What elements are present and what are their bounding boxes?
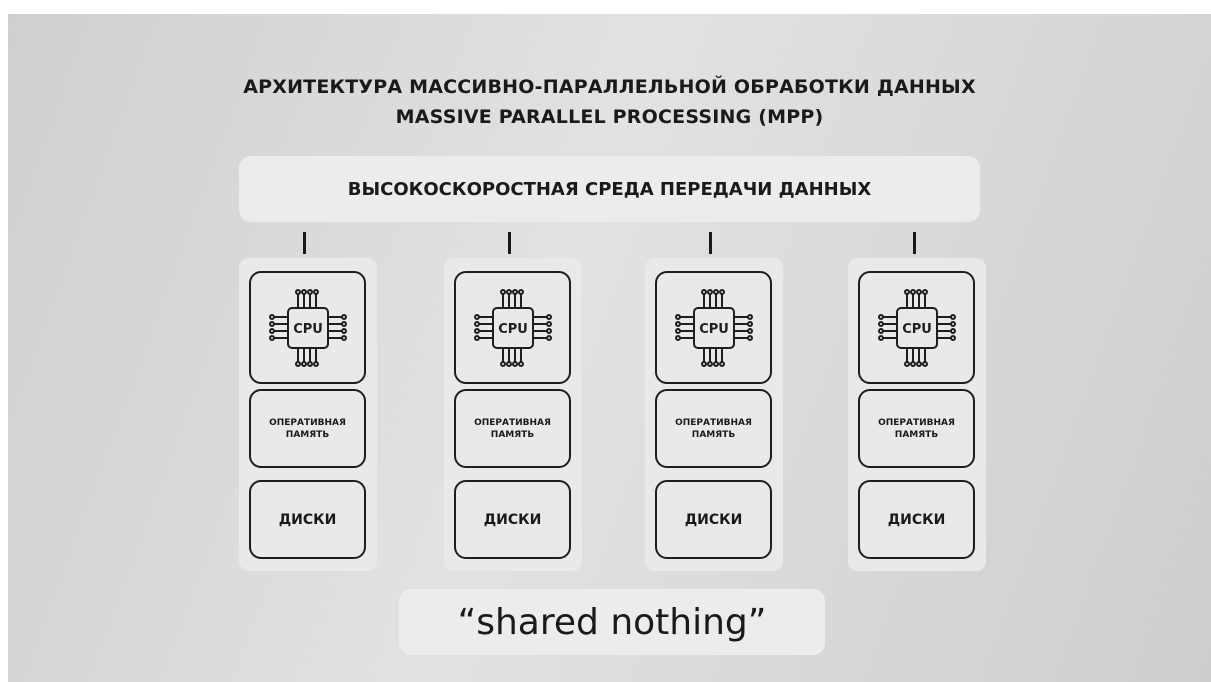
node-connector xyxy=(303,232,306,254)
node-connector xyxy=(709,232,712,254)
ram-label-line1: ОПЕРАТИВНАЯ xyxy=(675,417,752,428)
cpu-chip-icon: CPU xyxy=(877,288,956,367)
ram-label-line1: ОПЕРАТИВНАЯ xyxy=(878,417,955,428)
cpu-label: CPU xyxy=(293,322,323,337)
cpu-label: CPU xyxy=(699,322,729,337)
cpu-box: CPU xyxy=(249,271,366,384)
shared-nothing-caption: “shared nothing” xyxy=(399,589,825,655)
ram-label-line2: ПАМЯТЬ xyxy=(894,429,939,440)
footer-label: “shared nothing” xyxy=(457,601,767,643)
node-connector xyxy=(913,232,916,254)
ram-label-line1: ОПЕРАТИВНАЯ xyxy=(474,417,551,428)
disk-box: ДИСКИ xyxy=(655,480,772,559)
disk-box: ДИСКИ xyxy=(858,480,975,559)
ram-label-line1: ОПЕРАТИВНАЯ xyxy=(269,417,346,428)
diagram-title-ru: АРХИТЕКТУРА МАССИВНО-ПАРАЛЛЕЛЬНОЙ ОБРАБО… xyxy=(243,76,976,98)
cpu-box: CPU xyxy=(454,271,571,384)
cpu-box: CPU xyxy=(858,271,975,384)
cpu-chip-icon: CPU xyxy=(268,288,347,367)
disk-box: ДИСКИ xyxy=(454,480,571,559)
ram-label-line2: ПАМЯТЬ xyxy=(285,429,330,440)
disk-label: ДИСКИ xyxy=(684,511,743,528)
cpu-box: CPU xyxy=(655,271,772,384)
ram-label-line2: ПАМЯТЬ xyxy=(490,429,535,440)
node-connector xyxy=(508,232,511,254)
disk-label: ДИСКИ xyxy=(483,511,542,528)
interconnect-bus: ВЫСОКОСКОРОСТНАЯ СРЕДА ПЕРЕДАЧИ ДАННЫХ xyxy=(239,156,980,222)
disk-label: ДИСКИ xyxy=(278,511,337,528)
cpu-chip-icon: CPU xyxy=(473,288,552,367)
cpu-chip-icon: CPU xyxy=(674,288,753,367)
diagram-title-en: MASSIVE PARALLEL PROCESSING (MPP) xyxy=(395,106,824,128)
interconnect-label: ВЫСОКОСКОРОСТНАЯ СРЕДА ПЕРЕДАЧИ ДАННЫХ xyxy=(347,178,872,200)
ram-label-line2: ПАМЯТЬ xyxy=(691,429,736,440)
cpu-label: CPU xyxy=(498,322,528,337)
disk-box: ДИСКИ xyxy=(249,480,366,559)
diagram-canvas: АРХИТЕКТУРА МАССИВНО-ПАРАЛЛЕЛЬНОЙ ОБРАБО… xyxy=(8,14,1211,682)
cpu-label: CPU xyxy=(902,322,932,337)
disk-label: ДИСКИ xyxy=(887,511,946,528)
